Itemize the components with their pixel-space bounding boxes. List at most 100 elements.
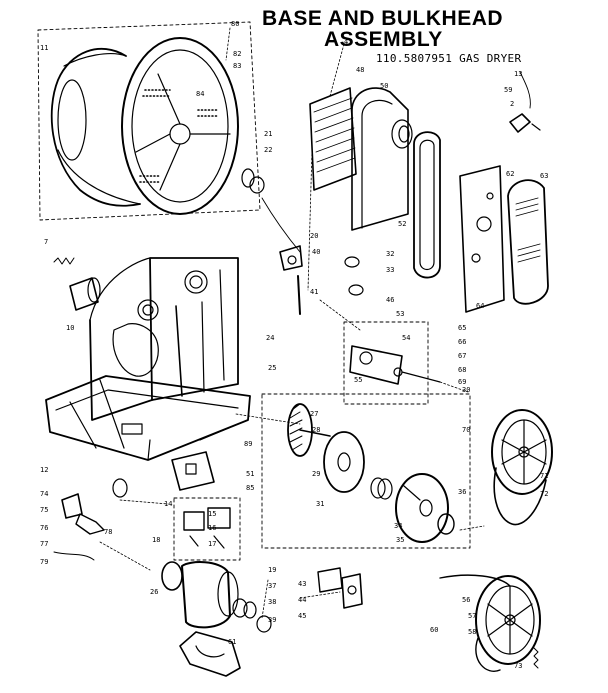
callout: 16 — [208, 524, 217, 532]
door-switch-icon — [61, 478, 128, 535]
callout: 40 — [312, 248, 321, 256]
callout: 84 — [196, 90, 205, 98]
callout: 15 — [208, 510, 217, 518]
drive-belt-icon — [493, 467, 547, 526]
callout: 35 — [396, 536, 405, 544]
pulley-wheel-icon — [491, 409, 553, 495]
drum-bearing-icon — [241, 168, 265, 194]
callout: 76 — [40, 524, 49, 532]
callout: 62 — [506, 170, 515, 178]
callout: 65 — [458, 324, 467, 332]
callout: 43 — [298, 580, 307, 588]
callout: 25 — [268, 364, 277, 372]
gas-valve-bracket-icon — [317, 567, 363, 609]
callout: 52 — [398, 220, 407, 228]
callout: 89 — [244, 440, 253, 448]
spring-icon — [53, 257, 75, 265]
leader-lines — [99, 27, 485, 619]
back-panel-icon — [507, 179, 549, 305]
callout: 10 — [66, 324, 75, 332]
idler-group-outline — [343, 321, 429, 405]
drum-group-outline — [37, 21, 261, 221]
callout: 11 — [40, 44, 49, 52]
callout: 28 — [312, 426, 321, 434]
callout: 57 — [468, 612, 477, 620]
switch-icon — [171, 451, 215, 491]
callout: 85 — [246, 484, 255, 492]
callout: 73 — [514, 662, 523, 670]
callout: 69 — [458, 378, 467, 386]
callout: 74 — [40, 490, 49, 498]
callout: 7 — [44, 238, 49, 246]
callout: 41 — [310, 288, 319, 296]
callout: 13 — [514, 70, 523, 78]
callout: 61 — [228, 638, 237, 646]
callout: 18 — [152, 536, 161, 544]
callout: 27 — [310, 410, 319, 418]
terminal-block-icon — [183, 507, 231, 549]
title-line-2: ASSEMBLY — [324, 28, 443, 51]
callout: 55 — [354, 376, 363, 384]
mount-group-outline — [173, 497, 241, 561]
air-duct-panel-icon — [351, 87, 413, 231]
model-number: 110.5807951 GAS DRYER — [376, 52, 522, 65]
callout: 2 — [510, 100, 515, 108]
spring-lower-icon — [533, 647, 539, 669]
callout: 34 — [394, 522, 403, 530]
diagram-title: BASE AND BULKHEAD ASSEMBLY — [262, 8, 562, 50]
callout: 24 — [266, 334, 275, 342]
motor-mount-icon — [179, 631, 241, 677]
callout: 36 — [458, 488, 467, 496]
callout: 59 — [504, 86, 513, 94]
drum-icon — [50, 37, 239, 215]
motor-small-icon — [69, 277, 101, 311]
callout: 26 — [150, 588, 159, 596]
callout: 56 — [462, 596, 471, 604]
blower-wheel-icon — [323, 431, 365, 493]
idler-pulley-icon — [349, 345, 441, 385]
callout: 83 — [233, 62, 242, 70]
callout: 70 — [462, 426, 471, 434]
callout: 82 — [233, 50, 242, 58]
callout: 66 — [458, 338, 467, 346]
callout: 64 — [476, 302, 485, 310]
callout: 67 — [458, 352, 467, 360]
callout: 37 — [268, 582, 277, 590]
callout: 44 — [298, 596, 307, 604]
callout: 47 — [344, 38, 353, 46]
callout: 17 — [208, 540, 217, 548]
title-line-1: BASE AND BULKHEAD — [262, 7, 504, 30]
callout: 38 — [268, 598, 277, 606]
grille-icon — [309, 87, 357, 191]
callout: 32 — [386, 250, 395, 258]
blower-group-outline — [261, 393, 471, 549]
callout: 71 — [540, 472, 549, 480]
base-frame-icon — [45, 375, 251, 461]
callout: 51 — [246, 470, 255, 478]
callout: 33 — [386, 266, 395, 274]
callout: 79 — [40, 558, 49, 566]
cap-icon — [437, 513, 455, 535]
callout: 31 — [316, 500, 325, 508]
callout: 19 — [268, 566, 277, 574]
belt-icon — [413, 131, 441, 279]
callout: 77 — [40, 540, 49, 548]
callout: 21 — [264, 130, 273, 138]
sensor-icon — [279, 245, 303, 315]
callout: 80 — [231, 20, 240, 28]
rear-bulkhead-icon — [459, 165, 505, 313]
callout: 75 — [40, 506, 49, 514]
callout: 53 — [396, 310, 405, 318]
connector-icon — [344, 256, 364, 296]
callout: 60 — [430, 626, 439, 634]
callout: 50 — [380, 82, 389, 90]
blower-housing-icon — [395, 473, 449, 543]
callout: 63 — [540, 172, 549, 180]
callout: 78 — [104, 528, 113, 536]
callout: 72 — [540, 490, 549, 498]
bulkhead-frame-icon — [89, 257, 239, 421]
callout: 48 — [356, 66, 365, 74]
callout: 68 — [458, 366, 467, 374]
callout: 54 — [402, 334, 411, 342]
